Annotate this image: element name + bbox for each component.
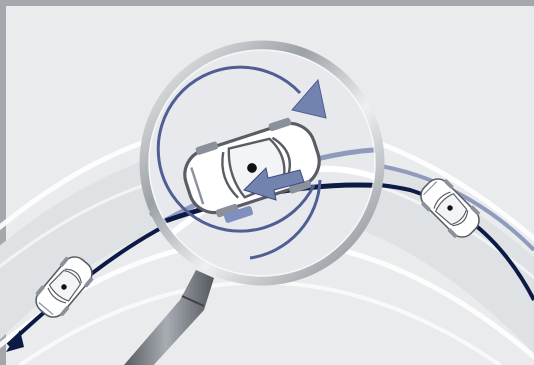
- rotation-arrow-icon: [156, 65, 316, 233]
- car-after: [413, 171, 487, 245]
- magnifying-glass-icon: [139, 40, 385, 286]
- frame-top-border: [0, 0, 534, 6]
- brake-indicator: [223, 206, 254, 223]
- correction-arrow-icon: [243, 166, 305, 201]
- magnifier-lens: [146, 47, 378, 279]
- direction-arrowhead-icon: [6, 330, 24, 352]
- car-before: [28, 249, 100, 325]
- magnifying-glass-handle: [124, 270, 214, 365]
- frame-left-border: [0, 0, 6, 365]
- car-zoomed: [175, 110, 329, 226]
